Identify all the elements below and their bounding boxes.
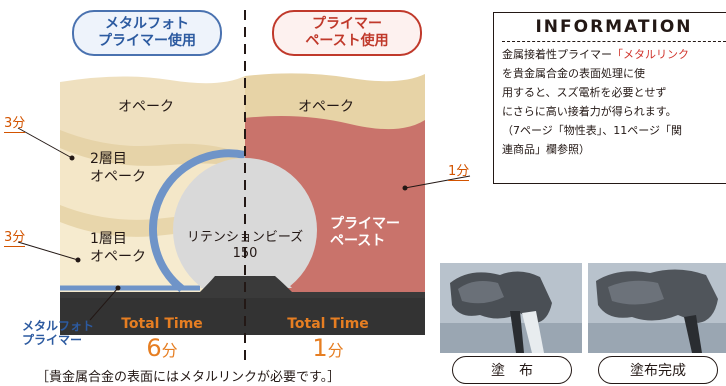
metal-photo-primer-pill: メタルフォト プライマー使用 (72, 10, 222, 56)
total-time-number-left: 6 (146, 334, 162, 362)
info-line1-highlight: 「メタルリンク (612, 48, 689, 61)
metal-photo-primer-label: メタルフォト プライマー (22, 319, 94, 347)
comparison-diagram (17, 10, 471, 366)
layer2-line1: 2層目 (90, 151, 127, 167)
total-time-value-right: 1分 (268, 334, 388, 362)
time-left-bottom: 3分 (4, 226, 26, 247)
retention-beads-label: リテンションビーズ 150 (172, 230, 318, 262)
layer1-label: 1層目 オペーク (90, 230, 146, 266)
total-time-value-left: 6分 (102, 334, 222, 362)
total-time-number-right: 1 (312, 334, 328, 362)
pointer-left-bottom-dot (75, 257, 81, 263)
info-line1-pre: 金属接着性プライマー (502, 48, 612, 61)
bead-primer-outline (149, 149, 246, 293)
pointer-right (404, 175, 471, 189)
total-time-unit-left: 分 (161, 341, 178, 360)
metal-primer-line2: プライマー (22, 333, 83, 347)
information-body: 金属接着性プライマー「メタルリンク を貴金属合金の表面処理に使 用すると、スズ電… (494, 42, 726, 159)
info-line5: （7ページ「物性表」、11ページ「関 (502, 124, 683, 137)
total-time-unit-right: 分 (327, 341, 344, 360)
pointer-metal-primer-dot (115, 285, 121, 291)
info-line4: にさらに高い接着力が得られます。 (502, 105, 677, 118)
retention-bead (173, 158, 317, 302)
info-line6: 連商品」欄参照） (502, 143, 590, 156)
beads-line2: 150 (232, 246, 258, 261)
info-line3: 用すると、スズ電析を必要とせず (502, 86, 667, 99)
total-time-label-right: Total Time (287, 316, 369, 332)
opaque-label-right: オペーク (298, 99, 354, 115)
metal-primer-line1: メタルフォト (22, 319, 95, 333)
opaque-label-left: オペーク (118, 99, 174, 115)
photo-application-image (440, 263, 582, 353)
pointer-metal-primer (89, 287, 119, 321)
pointer-left-top (17, 127, 73, 159)
metal-base-bottom (60, 298, 425, 335)
pill-left-line1: メタルフォト (105, 16, 189, 32)
photo-application (440, 263, 582, 353)
pill-right-line2: ペースト使用 (305, 33, 389, 49)
primer-paste-label: プライマー ペースト (330, 216, 400, 250)
layer1-line2: オペーク (90, 249, 146, 265)
time-left-top: 3分 (4, 112, 26, 133)
primer-paste-pill: プライマー ペースト使用 (272, 10, 422, 56)
photo-application-complete (588, 263, 726, 353)
layer2-line2: オペーク (90, 169, 146, 185)
information-box: INFORMATION 金属接着性プライマー「メタルリンク を貴金属合金の表面処… (493, 12, 726, 184)
pointer-left-bottom (17, 241, 79, 261)
pointer-right-dot (402, 185, 408, 191)
footnote: ［貴金属合金の表面にはメタルリンクが必要です。］ (36, 370, 341, 385)
caption-application: 塗 布 (452, 356, 572, 384)
pointer-left-top-dot (69, 155, 75, 161)
primer-paste-line1: プライマー (330, 216, 400, 232)
primer-paste-line2: ペースト (330, 233, 386, 249)
photo-complete-image (588, 263, 726, 353)
caption-application-complete: 塗布完成 (598, 356, 718, 384)
information-title: INFORMATION (535, 17, 693, 37)
total-time-label-left: Total Time (121, 316, 203, 332)
time-right: 1分 (448, 160, 470, 181)
information-divider (502, 41, 726, 42)
info-line2: を貴金属合金の表面処理に使 (502, 67, 645, 80)
pill-right-line1: プライマー (312, 16, 382, 32)
beads-line1: リテンションビーズ (186, 230, 304, 245)
layer1-line1: 1層目 (90, 231, 127, 247)
pill-left-line2: プライマー使用 (98, 33, 196, 49)
layer2-label: 2層目 オペーク (90, 150, 146, 186)
